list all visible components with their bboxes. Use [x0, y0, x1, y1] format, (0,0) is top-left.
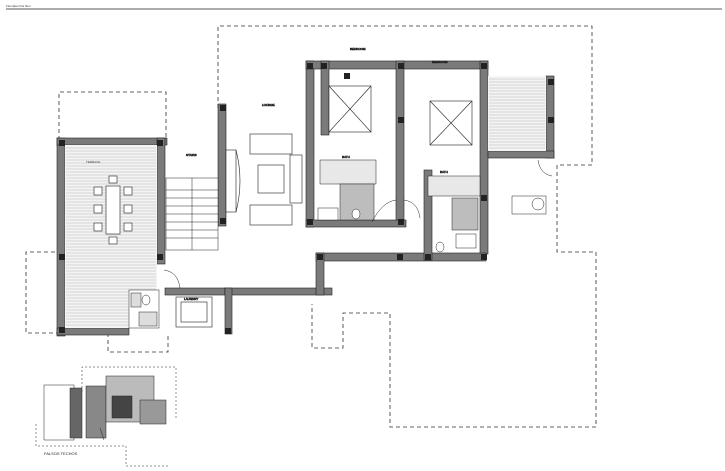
dining-table	[93, 175, 133, 245]
stair: STAIRS	[165, 153, 219, 251]
column	[548, 117, 554, 123]
laundry-box: LAUNDRY	[175, 296, 213, 328]
bedroom-2: BEDROOM	[429, 60, 473, 146]
column	[481, 63, 487, 69]
bath-2: BATH	[427, 170, 481, 253]
minimap-caption: FALSOS TECHOS	[44, 451, 78, 456]
column	[398, 117, 404, 123]
bedroom-1-label: BEDROOM	[350, 47, 366, 51]
laundry-label: LAUNDRY	[184, 297, 198, 301]
roof-outlines	[25, 25, 597, 428]
terrace-west-label: TERRACE	[86, 160, 100, 164]
column	[317, 254, 323, 260]
column	[157, 140, 163, 146]
minimap: FALSOS TECHOS	[35, 366, 177, 467]
column	[220, 218, 226, 224]
column	[59, 327, 65, 333]
column	[321, 63, 327, 69]
column	[425, 254, 431, 260]
living-label: LOUNGE	[262, 103, 275, 107]
living-room: LOUNGE	[225, 103, 303, 226]
master-bath-label: BATH	[342, 155, 350, 159]
column	[397, 254, 403, 260]
bath-west	[128, 289, 160, 329]
master-bath: BATH	[317, 155, 377, 221]
walls	[56, 60, 555, 337]
columns	[59, 63, 554, 334]
column	[59, 140, 65, 146]
doors	[163, 159, 553, 289]
column	[307, 219, 313, 225]
column	[481, 254, 487, 260]
column	[220, 105, 226, 111]
column	[157, 254, 163, 260]
column	[398, 219, 404, 225]
stair-label: STAIRS	[186, 153, 197, 157]
plan-title: Floorplan first floor	[6, 4, 31, 8]
column	[307, 63, 313, 69]
bath-2-label: BATH	[440, 170, 448, 174]
terrace-east-decking	[488, 76, 546, 151]
bedroom-1: BEDROOM	[328, 47, 372, 133]
column	[398, 63, 404, 69]
column	[225, 328, 231, 334]
column	[548, 79, 554, 85]
column	[59, 254, 65, 260]
bedroom-2-label: BEDROOM	[432, 60, 448, 64]
terrace-east-lines	[489, 78, 545, 149]
column	[344, 73, 350, 79]
column	[481, 195, 487, 201]
east-fixture	[511, 195, 547, 215]
